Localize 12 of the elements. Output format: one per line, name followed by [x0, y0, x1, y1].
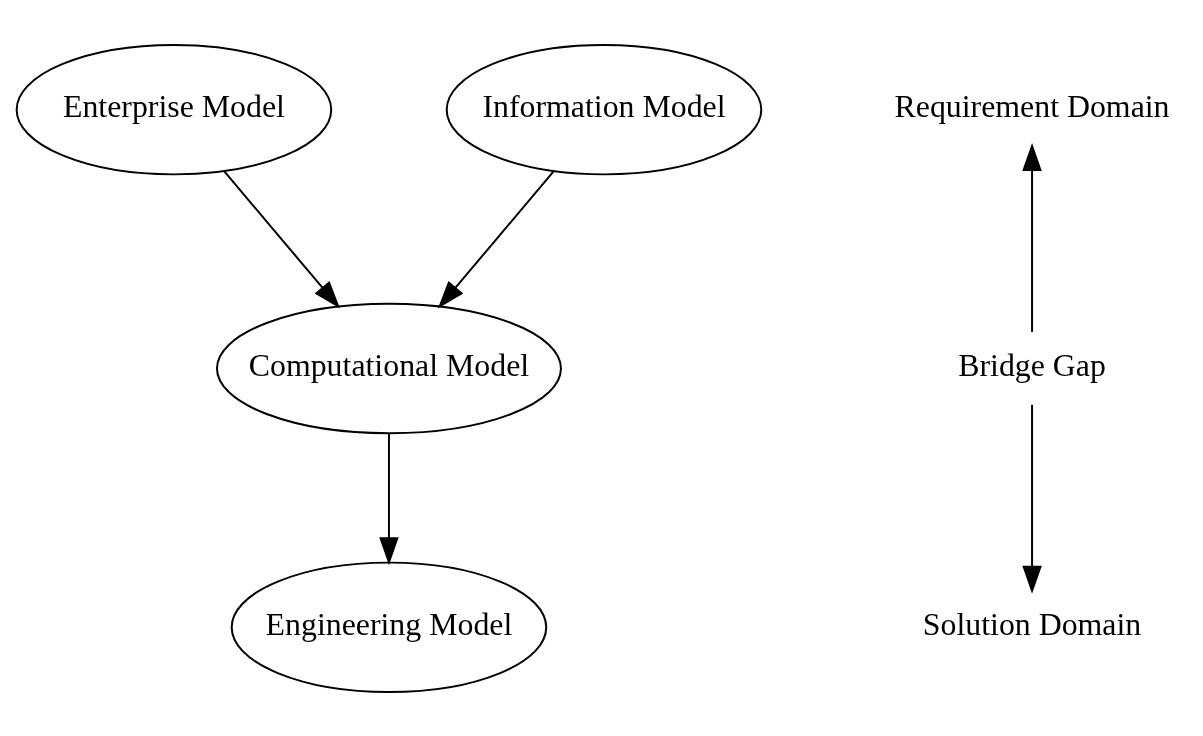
- arrow: [1022, 142, 1042, 333]
- node-text: Requirement Domain: [894, 88, 1170, 124]
- node-ellipse: Engineering Model: [230, 561, 548, 693]
- node-ellipse: Information Model: [445, 43, 763, 175]
- arrow: [437, 169, 555, 309]
- node-text: Solution Domain: [922, 606, 1142, 642]
- node-ellipse: Computational Model: [215, 302, 562, 434]
- node-ellipse: Enterprise Model: [15, 43, 333, 175]
- arrow: [223, 169, 341, 309]
- arrow: [379, 432, 399, 565]
- arrow: [1022, 403, 1042, 594]
- node-text: Bridge Gap: [958, 347, 1106, 383]
